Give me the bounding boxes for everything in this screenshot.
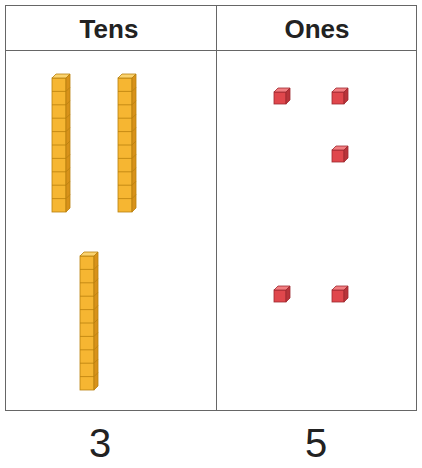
digit-value: 3 (89, 423, 111, 463)
column-header: Tens (80, 16, 139, 42)
digit-value: 5 (305, 423, 327, 463)
unit-cube (332, 88, 348, 104)
ten-rod (80, 252, 98, 390)
table-border (6, 6, 417, 411)
column-divider (216, 6, 217, 411)
ten-rod (118, 74, 136, 212)
column-header: Ones (284, 16, 349, 42)
unit-cube (332, 286, 348, 302)
unit-cube (274, 88, 290, 104)
ten-rod (52, 74, 70, 212)
unit-cube (332, 146, 348, 162)
header-rule (6, 50, 417, 51)
unit-cube (274, 286, 290, 302)
